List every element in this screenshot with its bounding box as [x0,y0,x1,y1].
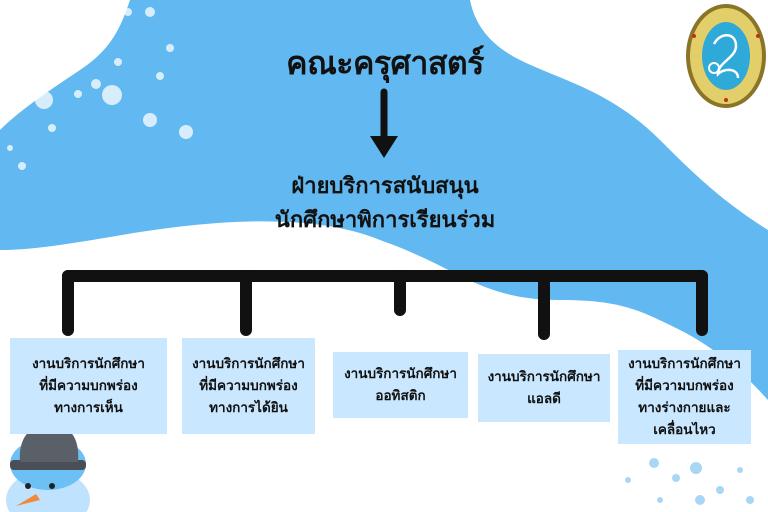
arrow-down-icon [370,88,398,158]
unit-box-autism: งานบริการนักศึกษา ออทิสติก [333,352,468,418]
org-connector-lines [62,270,708,340]
unit-box-physical-impairment: งานบริการนักศึกษา ที่มีความบกพร่อง ทางร่… [618,350,751,444]
university-logo [686,4,766,108]
faculty-title: คณะครุศาสตร์ [286,44,484,82]
unit-label: งานบริการนักศึกษา ออทิสติก [344,366,457,404]
department-title-line1: ฝ่ายบริการสนับสนุน [291,174,479,199]
unit-box-hearing-impairment: งานบริการนักศึกษา ที่มีความบกพร่อง ทางกา… [182,338,315,434]
unit-box-visual-impairment: งานบริการนักศึกษา ที่มีความบกพร่อง ทางกา… [10,338,167,434]
department-title-line2: นักศึกษาพิการเรียนร่วม [274,208,496,233]
unit-box-ld: งานบริการนักศึกษา แอลดี [478,354,610,422]
bubbles-left [7,1,193,170]
unit-label: งานบริการนักศึกษา แอลดี [487,369,601,407]
unit-label: งานบริการนักศึกษา ที่มีความบกพร่อง ทางกา… [192,356,305,416]
unit-label: งานบริการนักศึกษา ที่มีความบกพร่อง ทางกา… [32,356,145,416]
unit-label: งานบริการนักศึกษา ที่มีความบกพร่อง ทางร่… [628,356,741,438]
bubbles-bottom-right [625,458,754,505]
